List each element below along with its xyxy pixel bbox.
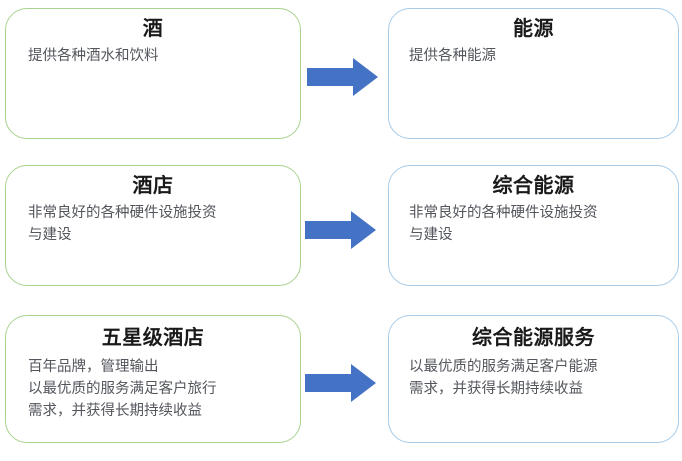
box-body: 百年品牌，管理输出 以最优质的服务满足客户旅行 需求，并获得长期持续收益 bbox=[28, 359, 217, 419]
target-box-row-2[interactable]: 综合能源 非常良好的各种硬件设施投资 与建设 bbox=[388, 165, 679, 286]
box-body: 提供各种酒水和饮料 bbox=[28, 48, 159, 65]
box-body: 以最优质的服务满足客户能源 需求，并获得长期持续收益 bbox=[409, 359, 598, 398]
diagram-row: 酒 提供各种酒水和饮料 能源 提供各种能源 bbox=[0, 8, 682, 139]
right-arrow-icon bbox=[307, 57, 379, 97]
box-title: 能源 bbox=[513, 16, 554, 40]
box-body: 提供各种能源 bbox=[409, 48, 496, 65]
source-box-row-2[interactable]: 酒店 非常良好的各种硬件设施投资 与建设 bbox=[5, 165, 301, 286]
box-title: 酒 bbox=[142, 16, 164, 40]
diagram-row: 五星级酒店 百年品牌，管理输出 以最优质的服务满足客户旅行 需求，并获得长期持续… bbox=[0, 315, 682, 443]
target-box-row-3[interactable]: 综合能源服务 以最优质的服务满足客户能源 需求，并获得长期持续收益 bbox=[388, 315, 679, 443]
source-box-row-3[interactable]: 五星级酒店 百年品牌，管理输出 以最优质的服务满足客户旅行 需求，并获得长期持续… bbox=[5, 315, 301, 443]
target-box-row-1[interactable]: 能源 提供各种能源 bbox=[388, 8, 679, 139]
diagram-row: 酒店 非常良好的各种硬件设施投资 与建设 综合能源 非常良好的各种硬件设施投资 … bbox=[0, 165, 682, 286]
right-arrow-icon bbox=[305, 363, 377, 403]
right-arrow-icon bbox=[305, 210, 377, 250]
box-body: 非常良好的各种硬件设施投资 与建设 bbox=[28, 205, 217, 243]
box-title: 综合能源 bbox=[492, 173, 575, 197]
box-title: 五星级酒店 bbox=[101, 325, 205, 349]
box-title: 酒店 bbox=[132, 173, 174, 197]
box-body: 非常良好的各种硬件设施投资 与建设 bbox=[409, 205, 598, 243]
source-box-row-1[interactable]: 酒 提供各种酒水和饮料 bbox=[5, 8, 301, 139]
box-title: 综合能源服务 bbox=[472, 325, 595, 349]
